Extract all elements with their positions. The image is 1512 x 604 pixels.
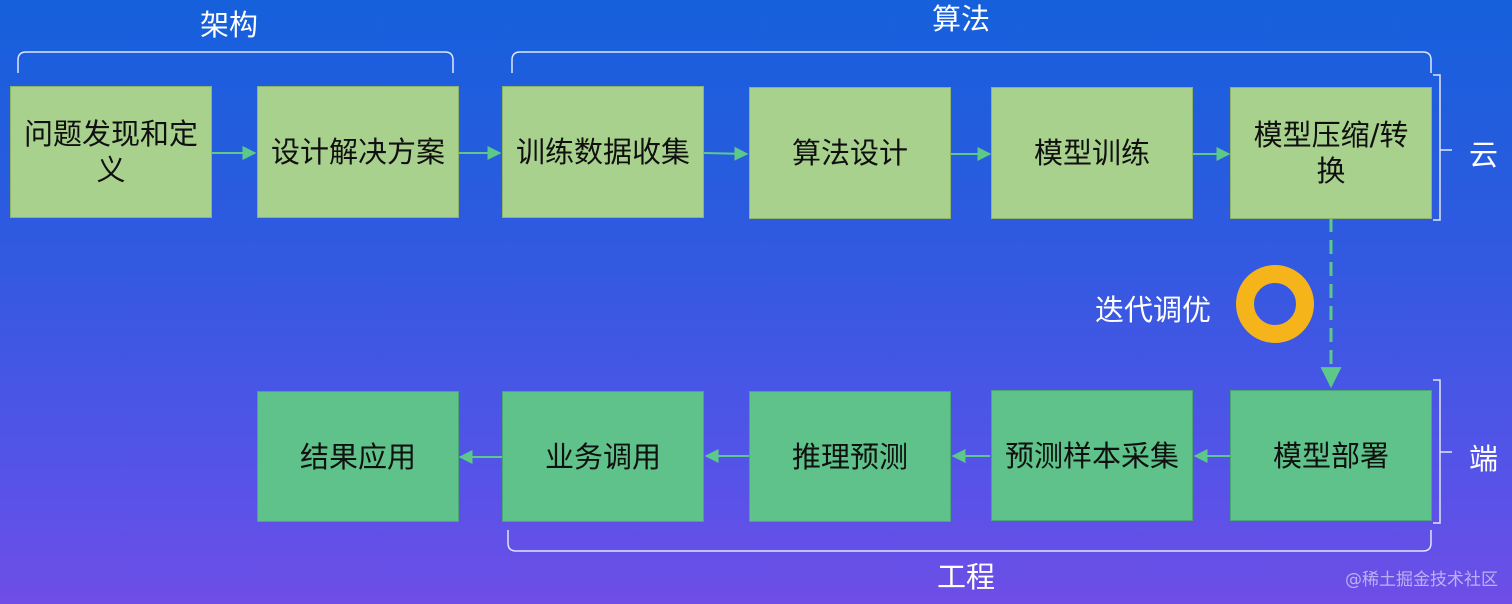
section-label-cloud: 云 bbox=[1469, 138, 1499, 172]
step-model-training: 模型训练 bbox=[991, 87, 1193, 219]
iteration-ring-icon bbox=[1236, 265, 1314, 343]
arrow-top-3-4 bbox=[703, 146, 749, 161]
step-label: 问题发现和定义 bbox=[23, 117, 198, 187]
step-label: 训练数据收集 bbox=[515, 135, 690, 169]
step-solution-design: 设计解决方案 bbox=[257, 86, 459, 218]
section-label-edge: 端 bbox=[1469, 442, 1499, 476]
step-algorithm-design: 算法设计 bbox=[749, 87, 951, 219]
step-model-compression: 模型压缩/转换 bbox=[1230, 87, 1432, 219]
step-label: 设计解决方案 bbox=[270, 135, 445, 169]
step-business-invocation: 业务调用 bbox=[502, 391, 704, 522]
step-training-data-collection: 训练数据收集 bbox=[502, 86, 704, 218]
watermark: @稀土掘金技术社区 bbox=[1345, 570, 1498, 590]
step-prediction-sample-collection: 预测样本采集 bbox=[991, 390, 1193, 521]
step-label: 结果应用 bbox=[299, 439, 416, 474]
cloud-bracket bbox=[1433, 74, 1452, 221]
algorithm-bracket bbox=[511, 51, 1432, 73]
step-label: 模型压缩/转换 bbox=[1253, 118, 1409, 188]
step-label: 业务调用 bbox=[544, 439, 661, 474]
step-label: 预测样本采集 bbox=[1004, 438, 1179, 473]
section-label-engineering: 工程 bbox=[937, 560, 996, 594]
section-label-algorithm: 算法 bbox=[932, 2, 991, 36]
step-model-deployment: 模型部署 bbox=[1230, 390, 1432, 521]
step-label: 模型训练 bbox=[1033, 136, 1150, 170]
step-label: 算法设计 bbox=[791, 136, 908, 170]
iteration-label: 迭代调优 bbox=[1095, 293, 1212, 327]
engineering-bracket bbox=[507, 530, 1432, 552]
step-problem-definition: 问题发现和定义 bbox=[10, 86, 212, 218]
section-label-architecture: 架构 bbox=[200, 8, 259, 42]
edge-bracket bbox=[1433, 379, 1452, 524]
architecture-bracket bbox=[17, 51, 454, 73]
step-result-application: 结果应用 bbox=[257, 391, 459, 522]
step-label: 推理预测 bbox=[791, 439, 908, 474]
step-label: 模型部署 bbox=[1272, 438, 1389, 473]
step-inference-prediction: 推理预测 bbox=[749, 391, 951, 522]
